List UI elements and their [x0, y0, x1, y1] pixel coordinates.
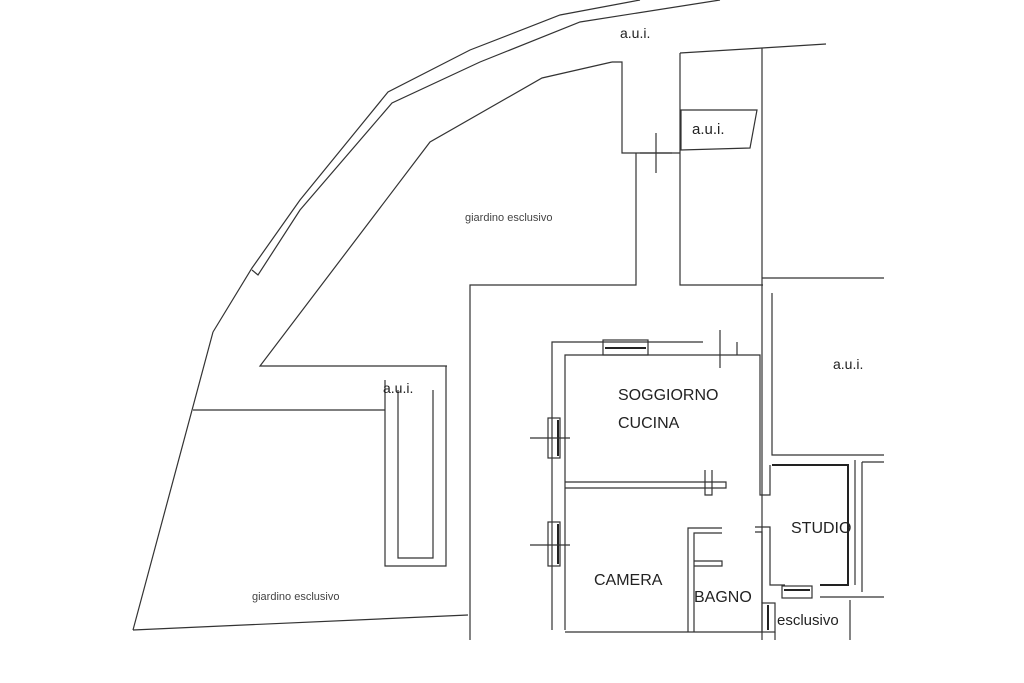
label-soggiorno: SOGGIORNO — [618, 387, 718, 404]
label-aui-left: a.u.i. — [383, 380, 413, 396]
label-aui-top: a.u.i. — [620, 25, 650, 41]
label-giardino-top: giardino esclusivo — [465, 212, 552, 224]
label-camera: CAMERA — [594, 572, 663, 589]
site-boundaries — [132, 0, 884, 640]
label-giardino-bottom: giardino esclusivo — [252, 591, 339, 603]
label-esclusivo: esclusivo — [777, 612, 839, 629]
apartment-walls — [530, 330, 856, 640]
label-studio: STUDIO — [791, 520, 851, 537]
label-aui-box: a.u.i. — [692, 121, 725, 138]
label-aui-right: a.u.i. — [833, 356, 863, 372]
label-bagno: BAGNO — [694, 589, 752, 606]
label-cucina: CUCINA — [618, 415, 680, 432]
